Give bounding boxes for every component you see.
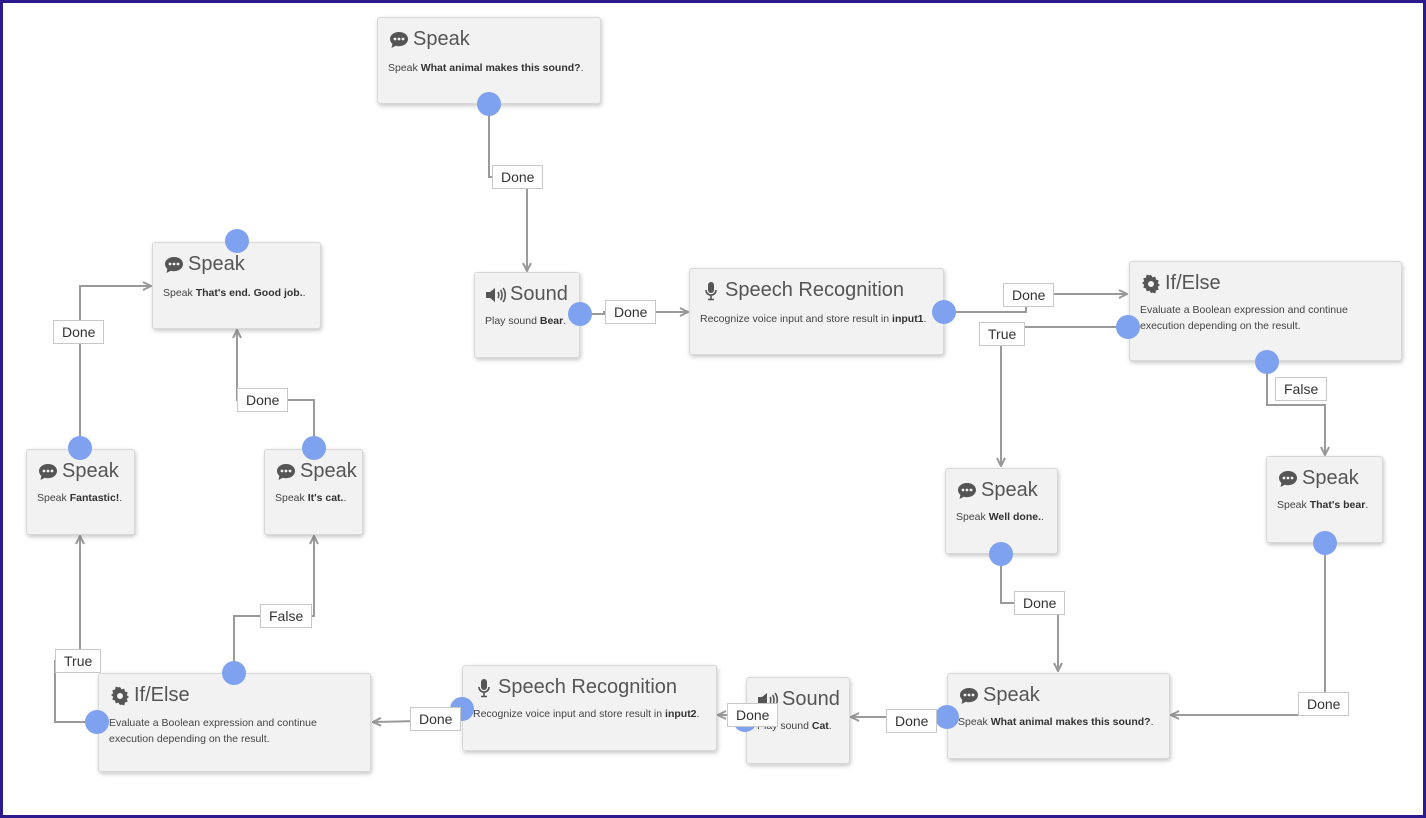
- node-title: Speak: [300, 460, 357, 482]
- node-header: Speak: [958, 684, 1040, 707]
- speech-bubble-icon: [956, 481, 978, 501]
- edge-label-done: Done: [1298, 692, 1350, 716]
- node-title: Speak: [1302, 467, 1359, 489]
- node-header: If/Else: [109, 684, 190, 707]
- speak-node-fantastic[interactable]: Speak Speak Fantastic!.: [26, 449, 135, 535]
- edge-ifelse1-true: [1001, 326, 1128, 466]
- edge-label-done: Done: [410, 707, 462, 731]
- speak-node-its-cat[interactable]: Speak Speak It's cat..: [264, 449, 363, 535]
- node-description: Speak It's cat..: [275, 492, 347, 504]
- node-title: Speak: [62, 460, 119, 482]
- speech-recognition-node-1[interactable]: Speech Recognition Recognize voice input…: [689, 268, 944, 355]
- speech-bubble-icon: [163, 255, 185, 275]
- node-description: Recognize voice input and store result i…: [700, 313, 927, 325]
- output-connector-dot[interactable]: [68, 436, 92, 460]
- node-header: Speech Recognition: [473, 676, 677, 699]
- edge-ifelse2-true: [54, 536, 97, 723]
- output-connector-dot[interactable]: [477, 92, 501, 116]
- node-description: Play sound Bear.: [485, 315, 567, 327]
- output-connector-dot[interactable]: [932, 300, 956, 324]
- node-header: Speak: [275, 460, 357, 483]
- edge-ifelse1-false: [1266, 362, 1325, 455]
- gear-icon: [109, 686, 131, 706]
- ifelse-node-2[interactable]: If/Else Evaluate a Boolean expression an…: [98, 673, 371, 772]
- node-header: If/Else: [1140, 272, 1221, 295]
- edge-label-done: Done: [1003, 283, 1055, 307]
- speak-node-end[interactable]: Speak Speak That's end. Good job..: [152, 242, 321, 329]
- output-connector-dot[interactable]: [989, 542, 1013, 566]
- sound-node-bear[interactable]: Sound Play sound Bear.: [474, 272, 580, 358]
- node-header: Speak: [163, 253, 245, 276]
- speak-node-question-1[interactable]: Speak Speak What animal makes this sound…: [377, 17, 601, 104]
- node-description: Recognize voice input and store result i…: [473, 708, 700, 720]
- edge-label-false: False: [260, 604, 313, 628]
- node-title: Sound: [782, 688, 840, 710]
- speak-node-thats-bear[interactable]: Speak Speak That's bear.: [1266, 456, 1383, 543]
- node-title: Sound: [510, 283, 568, 305]
- node-title: Speak: [413, 28, 470, 50]
- edge-label-true: True: [979, 322, 1026, 346]
- edge-fantastic-end: [79, 286, 151, 448]
- edge-label-false: False: [1275, 377, 1328, 401]
- edge-label-done: Done: [492, 165, 544, 189]
- input-connector-dot[interactable]: [935, 705, 959, 729]
- node-title: Speech Recognition: [498, 676, 678, 698]
- output-connector-dot[interactable]: [1255, 350, 1279, 374]
- input-connector-dot[interactable]: [225, 229, 249, 253]
- node-description: Evaluate a Boolean expression and contin…: [109, 717, 317, 745]
- speech-bubble-icon: [37, 462, 59, 482]
- node-description: Speak Well done..: [956, 511, 1044, 523]
- node-description: Speak That's bear.: [1277, 499, 1369, 511]
- edge-bear-speak2: [1171, 543, 1326, 715]
- edge-label-true: True: [55, 649, 102, 673]
- output-connector-dot[interactable]: [302, 436, 326, 460]
- input-connector-dot[interactable]: [85, 710, 109, 734]
- speech-bubble-icon: [388, 30, 410, 50]
- speech-bubble-icon: [275, 462, 297, 482]
- ifelse-node-1[interactable]: If/Else Evaluate a Boolean expression an…: [1129, 261, 1402, 361]
- edge-label-done: Done: [605, 300, 657, 324]
- node-header: Sound: [485, 283, 568, 306]
- node-header: Speak: [956, 479, 1038, 502]
- node-description: Evaluate a Boolean expression and contin…: [1140, 304, 1348, 332]
- edge-label-done: Done: [237, 388, 289, 412]
- node-description: Speak Fantastic!.: [37, 492, 123, 504]
- speech-bubble-icon: [1277, 469, 1299, 489]
- speaker-icon: [485, 285, 507, 305]
- gear-icon: [1140, 274, 1162, 294]
- speech-recognition-node-2[interactable]: Speech Recognition Recognize voice input…: [462, 665, 717, 751]
- node-title: Speak: [983, 684, 1040, 706]
- node-title: If/Else: [134, 684, 190, 706]
- edge-label-done: Done: [886, 709, 938, 733]
- edge-label-done: Done: [53, 320, 105, 344]
- speak-node-well-done[interactable]: Speak Speak Well done..: [945, 468, 1058, 554]
- speak-node-question-2[interactable]: Speak Speak What animal makes this sound…: [947, 673, 1170, 759]
- node-description: Speak What animal makes this sound?.: [388, 62, 584, 74]
- node-header: Speak: [388, 28, 470, 51]
- input-connector-dot[interactable]: [1116, 315, 1140, 339]
- node-title: Speech Recognition: [725, 279, 905, 301]
- microphone-icon: [473, 678, 495, 698]
- node-header: Speak: [37, 460, 119, 483]
- edge-label-done: Done: [727, 703, 779, 727]
- edge-label-done: Done: [1014, 591, 1066, 615]
- node-title: Speak: [188, 253, 245, 275]
- node-header: Speech Recognition: [700, 279, 904, 302]
- node-header: Speak: [1277, 467, 1359, 490]
- output-connector-dot[interactable]: [1313, 531, 1337, 555]
- node-description: Speak What animal makes this sound?.: [958, 716, 1154, 728]
- output-connector-dot[interactable]: [222, 661, 246, 685]
- node-title: If/Else: [1165, 272, 1221, 294]
- speech-bubble-icon: [958, 686, 980, 706]
- microphone-icon: [700, 281, 722, 301]
- node-title: Speak: [981, 479, 1038, 501]
- output-connector-dot[interactable]: [568, 302, 592, 326]
- node-description: Speak That's end. Good job..: [163, 287, 306, 299]
